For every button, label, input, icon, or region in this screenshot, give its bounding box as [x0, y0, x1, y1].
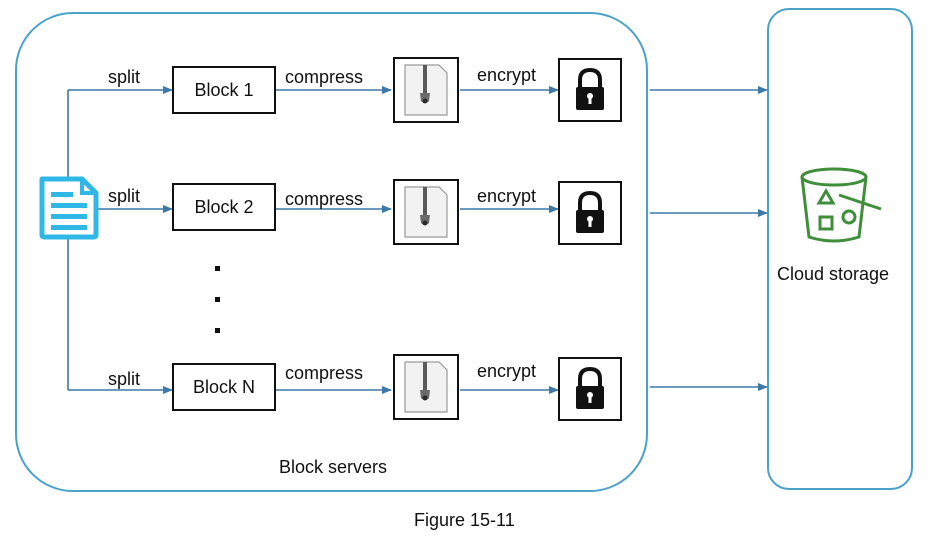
encrypt-label: encrypt	[477, 186, 537, 206]
zip-file-icon	[393, 57, 459, 123]
lock-icon	[558, 357, 622, 421]
compress-label: compress	[285, 67, 364, 87]
ellipsis-dot	[215, 297, 220, 302]
lock-icon	[558, 58, 622, 122]
split-label: split	[108, 369, 141, 389]
block-n: Block N	[172, 363, 276, 411]
lock-icon	[558, 181, 622, 245]
block-label: Block 2	[194, 196, 254, 217]
zip-file-icon	[393, 354, 459, 420]
ellipsis-dot	[215, 266, 220, 271]
block-servers-label: Block servers	[279, 457, 388, 477]
zip-file-icon	[393, 179, 459, 245]
block-1: Block 1	[172, 66, 276, 114]
compress-label: compress	[285, 189, 364, 209]
figure-caption: Figure 15-11	[414, 510, 515, 530]
compress-label: compress	[285, 363, 364, 383]
encrypt-label: encrypt	[477, 65, 537, 85]
block-servers-container	[15, 12, 648, 492]
split-label: split	[108, 186, 141, 206]
split-label: split	[108, 67, 141, 87]
cloud-storage-label: Cloud storage	[777, 264, 890, 284]
encrypt-label: encrypt	[477, 361, 537, 381]
block-label: Block N	[192, 376, 255, 397]
document-icon	[38, 175, 100, 241]
block-2: Block 2	[172, 183, 276, 231]
cloud-storage-container	[767, 8, 913, 490]
block-label: Block 1	[194, 79, 254, 100]
bucket-icon	[797, 165, 883, 245]
ellipsis-dot	[215, 328, 220, 333]
